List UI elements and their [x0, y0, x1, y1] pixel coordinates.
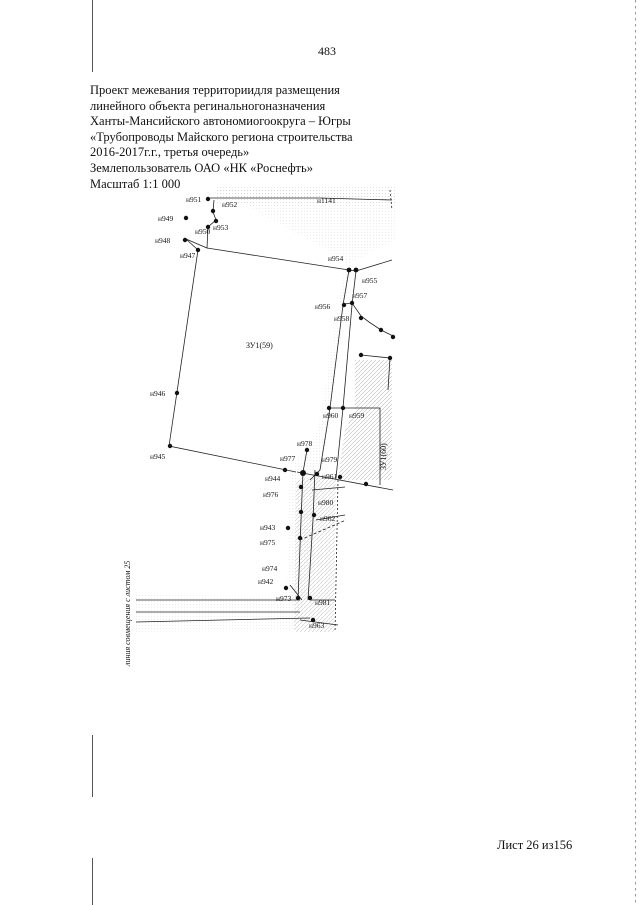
point-label: н956	[315, 302, 331, 311]
point-label: н974	[262, 564, 278, 573]
point-label: н943	[260, 523, 276, 532]
plan-vertex-markers	[167, 196, 396, 623]
point-label: н1141	[317, 196, 336, 205]
point-label: н955	[362, 276, 378, 285]
point-label: н960	[323, 411, 339, 420]
margin-line-bottom	[92, 858, 93, 905]
header-line: Землепользователь ОАО «НК «Роснефть»	[90, 160, 313, 175]
parcel-label: ЗУ1(60)	[379, 443, 388, 470]
point-label: н961	[322, 472, 338, 481]
point-label: н963	[309, 621, 325, 630]
point-label: н958	[334, 314, 350, 323]
point-label: н959	[349, 411, 365, 420]
point-label: н945	[150, 452, 166, 461]
sheet-number: Лист 26 из156	[497, 838, 573, 852]
point-label: н952	[222, 200, 238, 209]
header-line: «Трубопроводы Майского региона строитель…	[90, 129, 353, 144]
point-label: н947	[180, 251, 196, 260]
plan-background	[136, 185, 395, 632]
point-label: н976	[263, 490, 279, 499]
survey-plan: н951 н952 н1141 н949 н950 н953 н948 н947…	[123, 185, 396, 667]
header-line: Масштаб 1:1 000	[90, 176, 181, 191]
point-label: н979	[322, 455, 338, 464]
point-label: н951	[186, 195, 202, 204]
header-line: Ханты-Мансийского автономиогоокруга – Юг…	[90, 114, 351, 129]
point-label: н973	[276, 594, 292, 603]
point-label: н978	[297, 439, 313, 448]
header-block: Проект межевания территориидля размещени…	[90, 83, 390, 192]
point-label: н949	[158, 214, 174, 223]
header-line: Проект межевания территориидля размещени…	[90, 83, 340, 97]
page-number: 483	[318, 44, 336, 58]
point-label: н950	[195, 227, 211, 236]
point-label: н953	[213, 223, 229, 232]
point-label: н954	[328, 254, 344, 263]
point-label: н944	[265, 474, 281, 483]
header-line: линейного объекта регинальногоназначения	[90, 98, 326, 113]
sheet-join-note: линия совмещения с листом 25	[123, 561, 132, 667]
point-label: н942	[258, 577, 274, 586]
margin-line-top	[92, 0, 93, 72]
point-label: н981	[315, 598, 331, 607]
scan-edge	[635, 0, 636, 905]
point-label: н980	[318, 498, 334, 507]
point-label: н946	[150, 389, 166, 398]
margin-line-mid	[92, 735, 93, 797]
parcel-label: ЗУ1(59)	[246, 341, 273, 350]
point-label: н948	[155, 236, 171, 245]
point-label: н957	[352, 291, 368, 300]
point-label: н975	[260, 538, 276, 547]
header-line: 2016-2017г.г., третья очередь»	[90, 145, 250, 160]
point-label: н962	[320, 514, 336, 523]
point-label: н977	[280, 454, 296, 463]
